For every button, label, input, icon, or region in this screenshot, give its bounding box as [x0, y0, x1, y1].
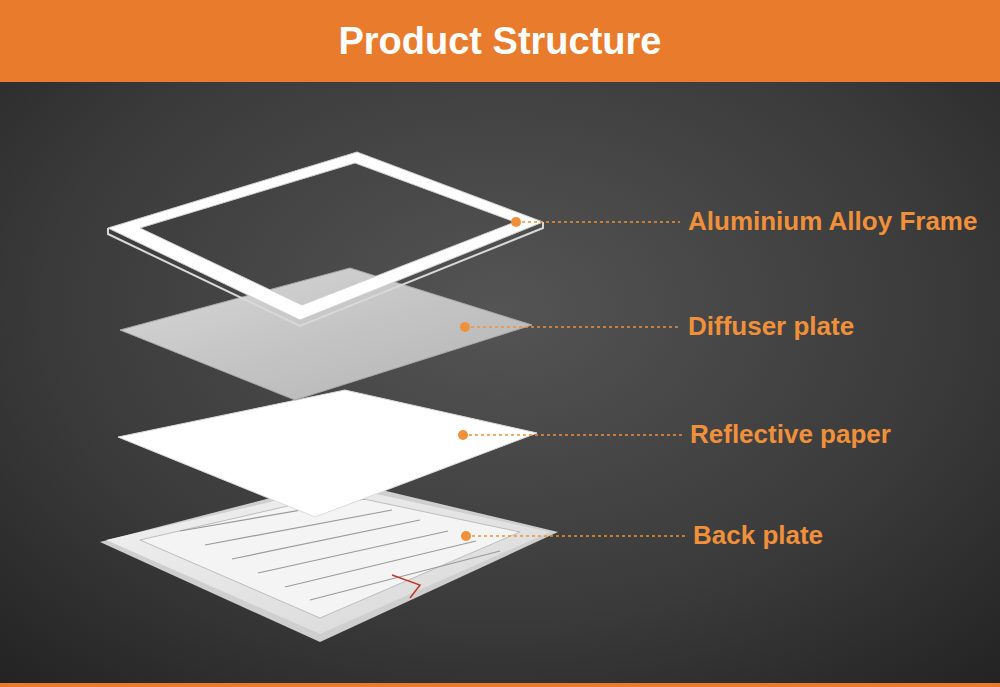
wire: [392, 575, 420, 598]
reflective-paper: [118, 390, 537, 517]
led-strips: [180, 499, 500, 600]
aluminium-frame: [108, 152, 543, 320]
leader-lines: [458, 217, 685, 541]
leader-line: [463, 434, 682, 436]
leader-dot: [458, 430, 468, 440]
leader-line: [465, 326, 680, 328]
part-name: Aluminium Alloy Frame: [688, 207, 977, 237]
diffuser-plate: [120, 268, 532, 400]
frame-edge: [108, 222, 543, 326]
leader-dot: [511, 217, 521, 227]
leader-line: [516, 221, 680, 223]
back-plate-panel: [140, 494, 520, 618]
bottom-rule: [0, 683, 1000, 687]
part-name: Reflective paper: [690, 420, 891, 450]
leader-dot: [461, 531, 471, 541]
part-name: Back plate: [693, 521, 823, 551]
page-title: Product Structure: [0, 0, 1000, 82]
title-banner: [0, 0, 1000, 82]
leader-dot: [460, 322, 470, 332]
leader-line: [466, 535, 685, 537]
part-name: Diffuser plate: [688, 312, 854, 342]
